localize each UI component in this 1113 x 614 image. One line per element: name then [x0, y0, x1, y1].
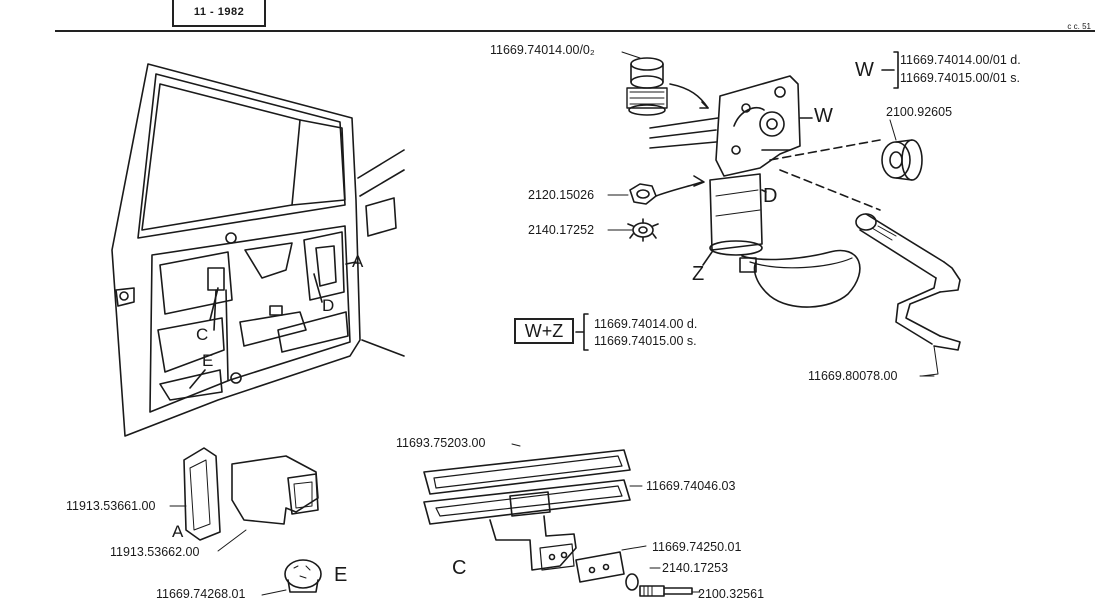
part-channel: 11669.74046.03	[646, 479, 736, 493]
w-group-letter: W	[855, 59, 874, 81]
gear-part	[881, 119, 923, 181]
part-pin: 11669.74014.00/0₂	[490, 43, 595, 57]
w-bracket	[881, 51, 899, 89]
part-duct-a: 11913.53662.00	[110, 545, 200, 559]
crank-part	[855, 213, 961, 377]
wz-kit-box: W+Z	[514, 318, 574, 344]
part-washer: 2140.17252	[528, 223, 595, 237]
part-gear: 2100.92605	[886, 105, 953, 119]
clip-screw-parts	[575, 545, 701, 597]
plug-part	[261, 559, 322, 596]
header-date: 11 - 1982	[193, 6, 245, 18]
door-illustration	[111, 63, 405, 437]
part-clip: 11669.74250.01	[652, 540, 742, 554]
motor-callout-w: W	[814, 105, 833, 127]
motor-callout-d: D	[763, 185, 778, 207]
section-letter-c: C	[452, 557, 467, 579]
part-w-right: 11669.74014.00/01 d.	[900, 53, 1021, 67]
motor-assembly	[649, 75, 881, 308]
part-channel-top: 11693.75203.00	[396, 436, 486, 450]
header-rule	[55, 30, 1095, 32]
part-plug-e: 11669.74268.01	[156, 587, 246, 601]
section-letter-a: A	[172, 522, 184, 541]
part-screw-c: 2100.32561	[698, 587, 765, 601]
part-w-left: 11669.74015.00/01 s.	[900, 71, 1021, 85]
grommet-duct-parts	[169, 447, 319, 552]
header-date-box: 11 - 1982	[172, 0, 266, 27]
door-callout-e: E	[202, 351, 214, 370]
door-callout-c: C	[196, 325, 209, 344]
part-grommet-a: 11913.53661.00	[66, 499, 156, 513]
part-wz-right: 11669.74014.00 d.	[594, 317, 698, 331]
pin-part	[621, 51, 709, 116]
part-nut: 2120.15026	[528, 188, 595, 202]
section-letter-e: E	[334, 564, 348, 586]
part-wz-left: 11669.74015.00 s.	[594, 334, 697, 348]
page-reference: c c. 51	[1067, 22, 1091, 31]
door-callout-d: D	[322, 296, 335, 315]
part-crank: 11669.80078.00	[808, 369, 898, 383]
door-callout-a: A	[352, 252, 364, 271]
nut-washer-parts	[607, 175, 705, 242]
part-washer-c: 2140.17253	[662, 561, 729, 575]
motor-callout-z: Z	[692, 263, 705, 285]
wz-bracket	[575, 313, 589, 351]
channel-part	[423, 443, 643, 571]
